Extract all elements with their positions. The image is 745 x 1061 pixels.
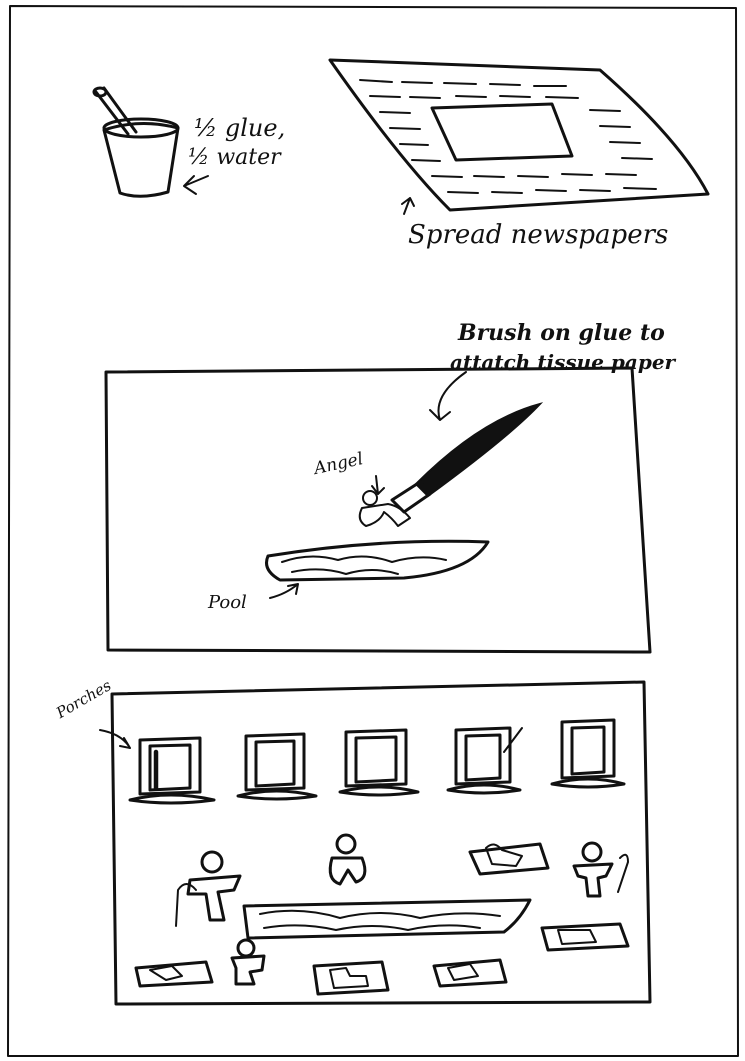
tissue-piece-icon (136, 962, 212, 986)
brush-arrow-icon (430, 372, 466, 420)
porches-arrow-icon (100, 730, 130, 748)
brush-instruction-label-line2: attatch tissue paper (450, 352, 675, 373)
porch-icon (448, 728, 522, 793)
brush-panel-frame (106, 368, 650, 652)
tissue-piece-icon (434, 960, 506, 986)
porch-icon (552, 720, 624, 787)
paintbrush-icon (392, 404, 540, 512)
glue-mix-label-line2: ½ water (188, 146, 281, 169)
newspaper-icon (330, 60, 708, 210)
tissue-piece-icon (470, 844, 548, 874)
pool-arrow-icon (270, 584, 298, 598)
porch-icon (130, 738, 214, 803)
glue-cup-icon (94, 88, 178, 196)
newspaper-arrow-icon (402, 198, 414, 214)
pool-shape-icon (267, 541, 489, 580)
person-cutout-icon (188, 852, 240, 920)
brush-instruction-label-line1: Brush on glue to (458, 322, 665, 345)
glue-arrow-icon (184, 176, 208, 194)
porch-icon (238, 734, 316, 799)
angel-cutout-icon (330, 835, 365, 884)
tissue-piece-icon (542, 924, 628, 950)
glue-mix-label-line1: ½ glue, (194, 116, 285, 141)
person-cutout-icon (232, 940, 264, 984)
porch-icon (340, 730, 418, 795)
spread-newspapers-label: Spread newspapers (408, 222, 668, 249)
pool-label: Pool (208, 594, 247, 613)
cane-icon (176, 884, 196, 926)
page-frame (8, 6, 738, 1056)
tissue-piece-icon (314, 962, 388, 994)
pool-shape-icon (244, 900, 530, 938)
person-cutout-icon (574, 843, 628, 896)
